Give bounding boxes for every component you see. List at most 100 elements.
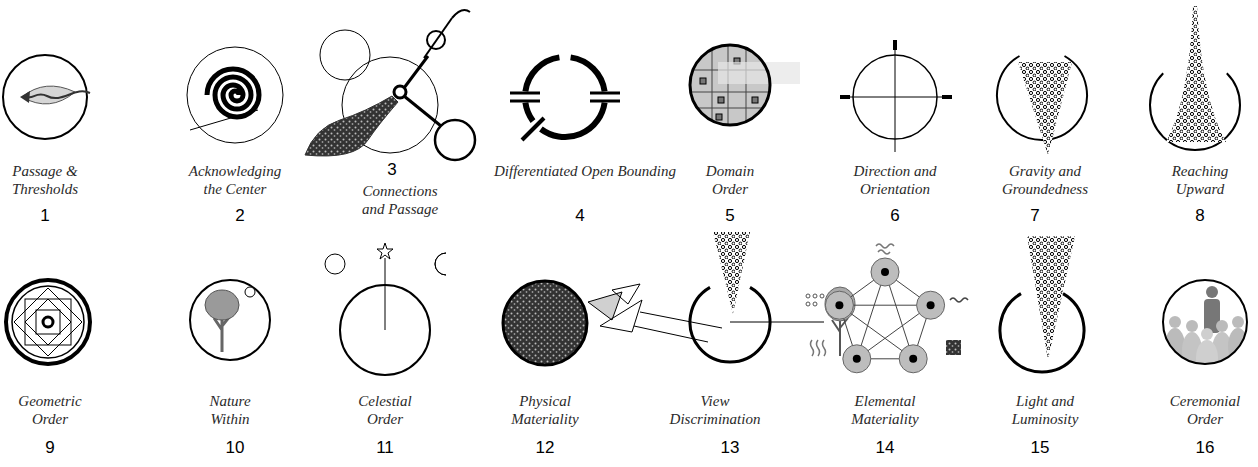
link-line: [424, 18, 452, 58]
symbol-caption: Direction and Orientation: [845, 162, 945, 198]
symbol-caption: Celestial Order: [349, 392, 421, 428]
label-slot: 7: [1020, 206, 1050, 226]
symbol-ring: [6, 280, 90, 364]
gate-line: [522, 118, 544, 140]
gate-line: [510, 100, 540, 103]
figure-head: [1169, 316, 1181, 328]
view-line: [640, 312, 722, 328]
stippled-cone: [713, 232, 750, 314]
domain-square: [752, 97, 758, 103]
label-slot: 10: [220, 438, 250, 458]
gate-line: [510, 92, 540, 95]
label-slot: 4: [565, 206, 595, 226]
diamond-figure: [25, 299, 71, 345]
callout-number: 11: [370, 438, 400, 458]
label-slot: 13: [715, 438, 745, 458]
celestial-symbol: [325, 243, 446, 375]
label-slot: Reaching Upward: [1162, 162, 1238, 198]
gate-line: [590, 100, 620, 103]
element-disc: [917, 291, 945, 319]
domain-grid: [685, 40, 775, 130]
connection-symbol: [305, 10, 475, 160]
moon-circle: [245, 287, 255, 297]
dot: [806, 294, 810, 298]
bound-arc: [571, 57, 605, 91]
label-slot: 11: [370, 438, 400, 458]
symbol-caption: Reaching Upward: [1162, 162, 1238, 198]
dot: [806, 302, 810, 306]
label-slot: 12: [530, 438, 560, 458]
stippled-spire: [1166, 6, 1226, 142]
label-slot: Domain Order: [695, 162, 765, 198]
passage-line: [28, 91, 90, 98]
domain-ground: [690, 45, 770, 125]
figure-head: [1216, 320, 1228, 332]
element-disc: [871, 258, 899, 286]
element-disc: [825, 291, 853, 319]
figure-head: [1201, 328, 1213, 340]
callout-number: 10: [220, 438, 250, 458]
arrowhead: [20, 91, 30, 103]
stippled-beam: [1027, 236, 1075, 360]
label-slot: 6: [880, 206, 910, 226]
dot: [813, 294, 817, 298]
element-dot: [853, 355, 861, 363]
node-dot: [394, 86, 406, 98]
axis-line: [895, 40, 896, 152]
symbol-caption: Physical Materiality: [505, 392, 585, 428]
symbol-caption: Ceremonial Order: [1164, 392, 1246, 428]
callout-number: 12: [530, 438, 560, 458]
label-slot: 16: [1190, 438, 1220, 458]
axis-line: [840, 97, 952, 98]
axis-tick: [942, 95, 952, 99]
symbol-caption: Nature Within: [199, 392, 261, 428]
dot: [813, 302, 817, 306]
label-slot: Gravity and Groundedness: [995, 162, 1095, 198]
symbol-ring: [3, 55, 87, 139]
label-slot: 9: [35, 438, 65, 458]
element-disc: [843, 345, 871, 373]
view-line: [634, 326, 708, 342]
diamond-figure: [14, 288, 82, 356]
label-slot: Celestial Order: [349, 392, 421, 428]
linked-ring: [435, 120, 475, 160]
symbol-caption: Elemental Materiality: [844, 392, 926, 428]
bound-arc: [525, 57, 559, 91]
nature-symbol: [190, 280, 270, 360]
domain-square: [718, 97, 724, 103]
label-slot: Ceremonial Order: [1164, 392, 1246, 428]
air-mark: [876, 244, 894, 254]
axis-line: [385, 258, 386, 330]
label-slot: 2: [225, 206, 255, 226]
callout-number: 7: [1020, 206, 1050, 226]
materiality-symbol: [503, 281, 587, 365]
center-symbol: [187, 47, 283, 143]
callout-number: 1: [30, 206, 60, 226]
bound-arc: [525, 103, 533, 122]
label-slot: Connections and Passage: [350, 182, 450, 218]
symbol-caption: Domain Order: [695, 162, 765, 198]
label-slot: Elemental Materiality: [844, 392, 926, 428]
symbol-caption: Connections and Passage: [350, 182, 450, 218]
stippled-cone: [1018, 62, 1072, 155]
fire-mark: [811, 340, 826, 356]
element-dot: [909, 355, 917, 363]
crescent-moon: [435, 253, 446, 275]
axis-tick: [840, 95, 850, 99]
label-slot: 14: [870, 438, 900, 458]
passage-symbol: [3, 55, 90, 139]
shard-shape: [612, 284, 640, 304]
label-slot: 3: [377, 160, 407, 180]
label-slot: Passage & Thresholds: [5, 162, 85, 198]
direction-symbol: [840, 40, 952, 152]
light-symbol: [1000, 236, 1084, 372]
label-slot: Differentiated Open Bounding: [485, 162, 685, 180]
symbol-ring: [690, 45, 770, 125]
tree-canopy: [825, 287, 855, 321]
center-dot: [43, 317, 53, 327]
callout-number: 8: [1185, 206, 1215, 226]
label-slot: Nature Within: [199, 392, 261, 428]
earth-mark: [946, 340, 961, 355]
figure-head: [1186, 320, 1198, 332]
